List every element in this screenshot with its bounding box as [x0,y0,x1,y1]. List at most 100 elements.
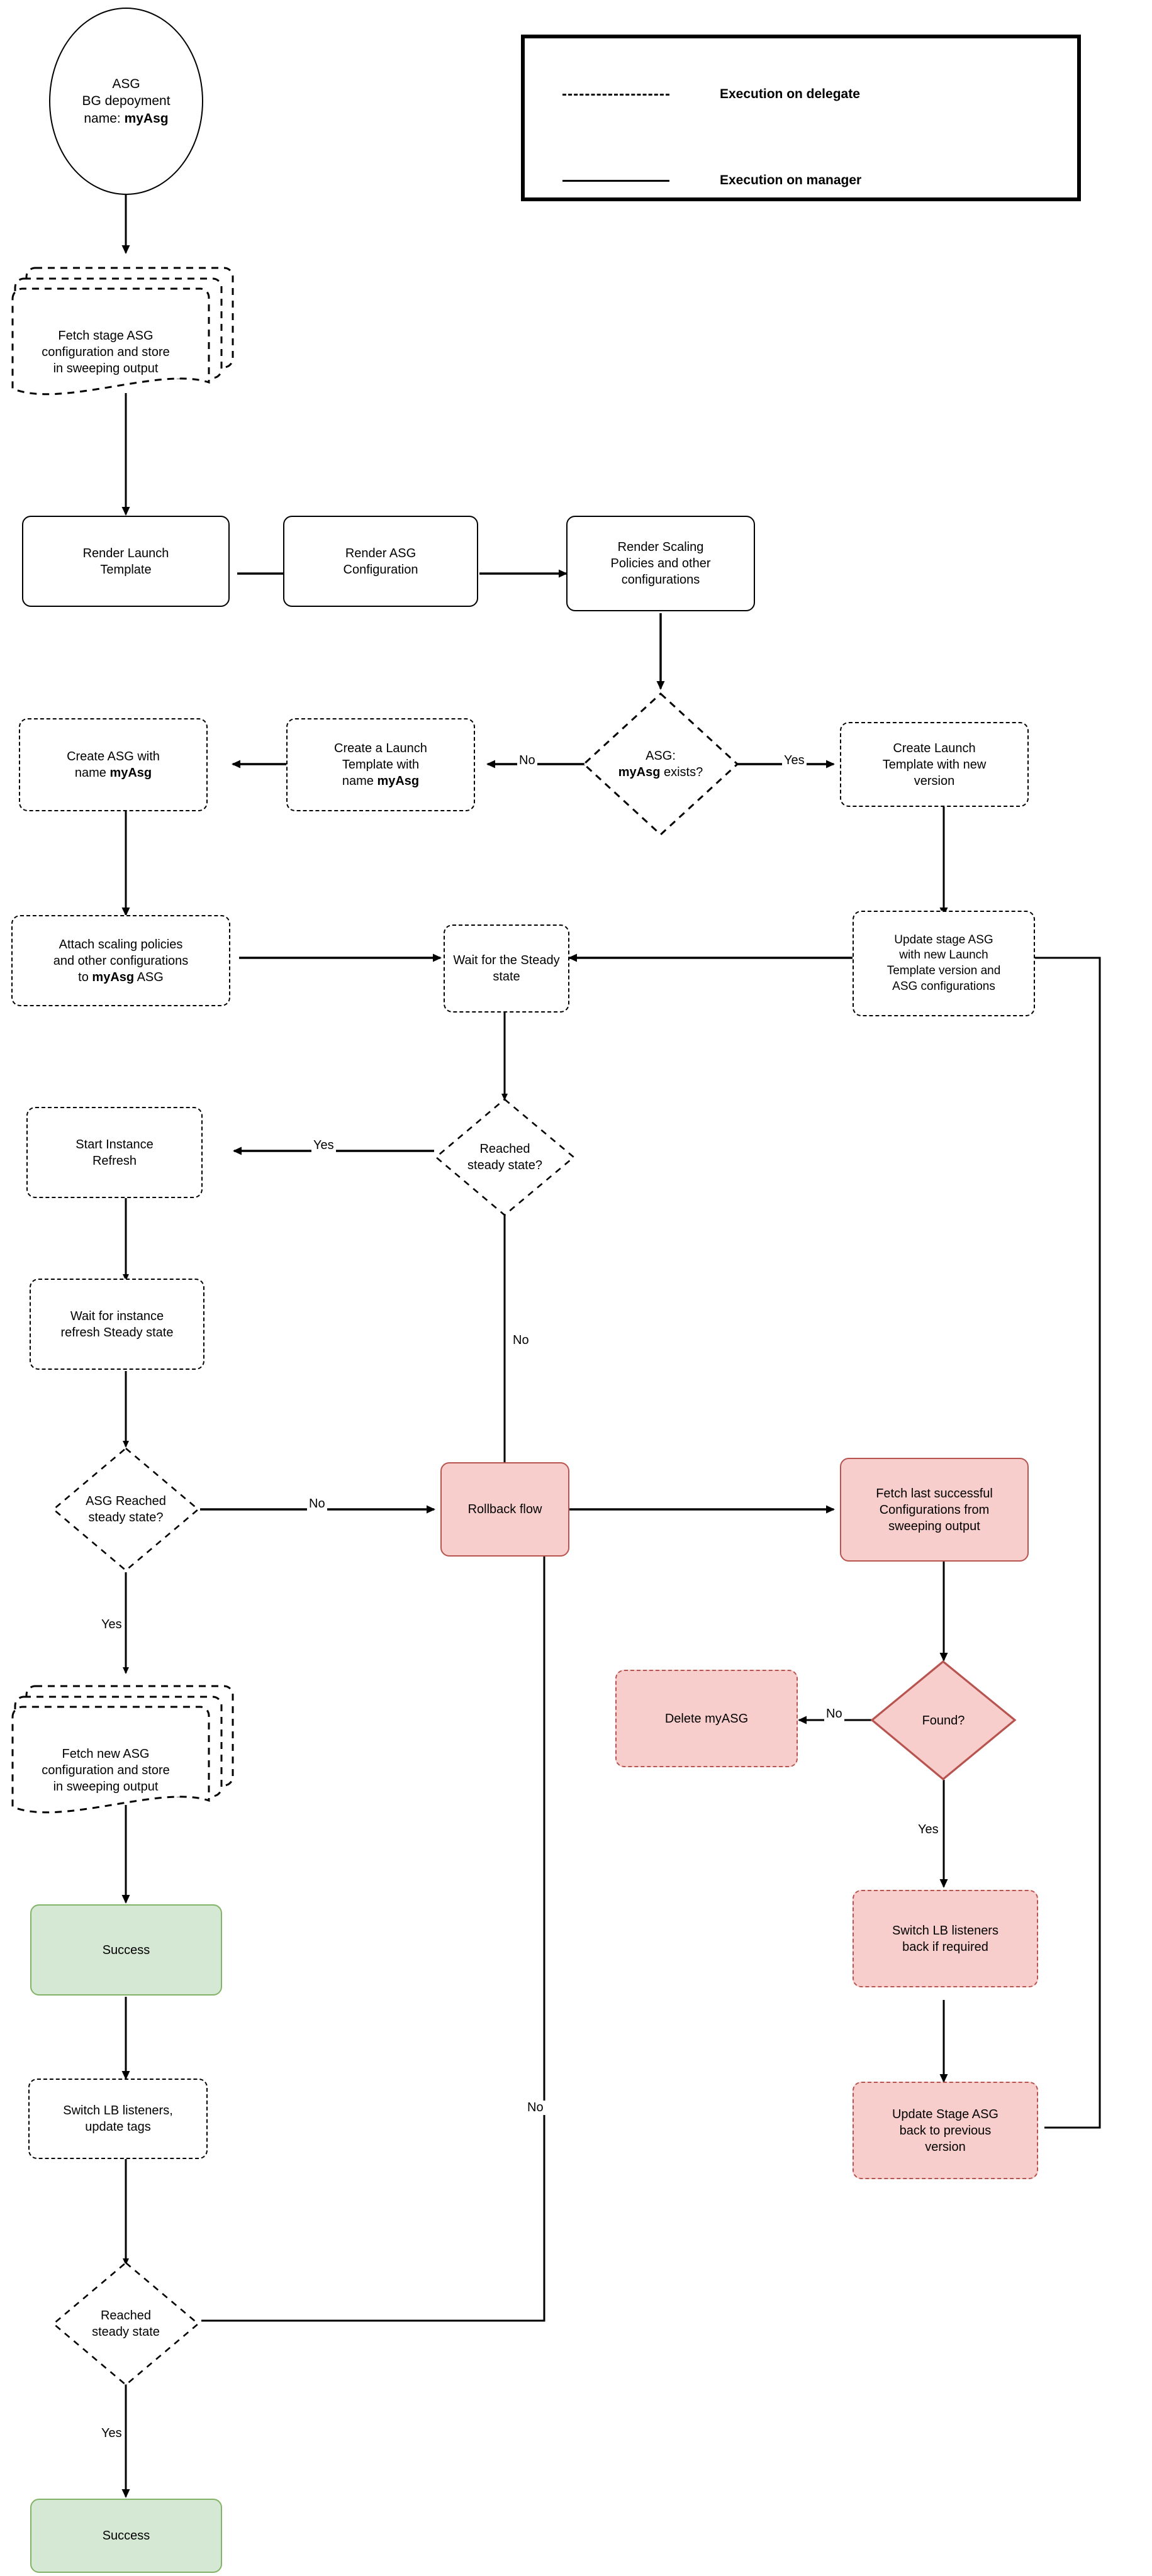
node-create-asg-myasg[interactable]: Create ASG with name myAsg [19,718,208,811]
node-delete-myasg-line1: Delete myASG [664,1711,749,1726]
node-attach-scaling-policies[interactable]: Attach scaling policies and other config… [11,915,230,1006]
node-reached-1-line2: steady state? [467,1158,542,1172]
node-wait-steady-state[interactable]: Wait for the Steady state [444,924,569,1013]
node-start-line1: ASG [112,77,140,92]
node-decision-asg-reached-steady-state[interactable]: ASG Reached steady state? [52,1446,200,1572]
node-decision-asg-exists[interactable]: ASG: myAsg exists? [582,692,739,836]
node-fetch-stage-line1: Fetch stage ASG [58,329,154,343]
node-asg-exists-rest: exists? [660,765,703,779]
node-attach-line3-bold: myAsg [92,970,135,984]
legend-box: Execution on delegate Execution on manag… [521,35,1081,201]
node-wait-instance-refresh-steady[interactable]: Wait for instance refresh Steady state [30,1279,204,1370]
node-asg-exists-line1: ASG: [646,749,676,763]
solid-line-swatch-icon [562,179,669,182]
node-fetch-last-line1: Fetch last successful [876,1486,993,1501]
node-create-launch-template-myasg[interactable]: Create a Launch Template with name myAsg [286,718,475,811]
node-update-stage-line3: Template version and [886,964,1001,977]
node-switch-lb-tags-line2: update tags [85,2120,151,2134]
node-update-stage-line2: with new Launch [899,948,988,962]
node-create-lt-new-line1: Create Launch [893,741,976,755]
node-start-instance-refresh[interactable]: Start Instance Refresh [26,1107,203,1198]
node-start-refresh-line2: Refresh [92,1153,137,1168]
node-update-prev-line1: Update Stage ASG [892,2107,998,2121]
node-decision-found[interactable]: Found? [870,1659,1017,1782]
edge-label-yes-reached-steady-1: Yes [311,1138,336,1153]
node-create-asg-line1: Create ASG with [67,750,160,763]
node-update-prev-line2: back to previous [899,2123,992,2138]
node-create-lt-myasg-line1: Create a Launch [334,741,427,755]
node-start-line3-bold: myAsg [124,111,169,126]
node-update-stage-asg-previous-version[interactable]: Update Stage ASG back to previous versio… [853,2082,1038,2179]
node-decision-reached-steady-state-2[interactable]: Reached steady state [52,2261,200,2387]
legend-label-delegate: Execution on delegate [720,87,860,101]
node-render-scaling-policies[interactable]: Render Scaling Policies and other config… [566,516,755,611]
node-success-2-label: Success [102,2529,150,2543]
node-create-lt-myasg-line3-prefix: name [342,774,377,788]
node-update-stage-asg[interactable]: Update stage ASG with new Launch Templat… [853,911,1035,1016]
node-create-lt-myasg-line3-bold: myAsg [377,774,420,788]
dashed-line-swatch-icon [562,93,669,96]
node-wait-steady-line2: state [493,970,520,984]
node-start-line3-prefix: name: [84,111,125,126]
node-fetch-stage-line3: in sweeping output [53,362,159,375]
node-attach-line3-suffix: ASG [134,970,164,984]
node-start-line2: BG depoyment [82,94,171,109]
node-rollback-flow[interactable]: Rollback flow [440,1462,569,1557]
node-found-line1: Found? [922,1713,965,1728]
node-attach-line1: Attach scaling policies [59,937,183,952]
node-start-asg-bg-deployment[interactable]: ASG BG depoyment name: myAsg [49,8,203,195]
node-fetch-new-asg-config[interactable]: Fetch new ASG configuration and store in… [11,1670,245,1814]
node-fetch-stage-line2: configuration and store [42,345,170,359]
node-update-prev-line3: version [925,2140,966,2154]
node-switch-lb-back-line1: Switch LB listeners [892,1923,998,1938]
node-rollback-line1: Rollback flow [467,1502,542,1516]
node-render-lt-line2: Template [100,562,152,577]
node-wait-steady-line1: Wait for the Steady [453,953,560,967]
node-asg-exists-bold: myAsg [618,765,661,779]
node-update-stage-line4: ASG configurations [892,979,995,993]
legend-label-manager: Execution on manager [720,173,862,187]
edge-label-yes-asg-reached: Yes [99,1618,124,1632]
node-fetch-new-line2: configuration and store [42,1763,170,1777]
edge-label-no-found: No [824,1707,844,1721]
node-decision-reached-steady-state-1[interactable]: Reached steady state? [434,1097,576,1217]
node-switch-lb-back-line2: back if required [902,1940,988,1954]
node-switch-lb-listeners-update-tags[interactable]: Switch LB listeners, update tags [28,2079,208,2159]
node-fetch-last-successful-config[interactable]: Fetch last successful Configurations fro… [840,1458,1029,1562]
node-fetch-new-line1: Fetch new ASG [62,1747,150,1761]
node-delete-myasg[interactable]: Delete myASG [615,1670,798,1767]
node-render-launch-template[interactable]: Render Launch Template [22,516,230,607]
node-create-launch-template-new-version[interactable]: Create Launch Template with new version [840,722,1029,807]
legend-row-delegate: Execution on delegate [562,87,860,102]
node-fetch-stage-asg-config[interactable]: Fetch stage ASG configuration and store … [11,252,245,396]
node-render-asg-configuration[interactable]: Render ASG Configuration [283,516,478,607]
node-fetch-last-line2: Configurations from [879,1502,990,1517]
edge-label-no-reached-steady-2: No [525,2101,545,2115]
node-success-1-label: Success [102,1943,150,1957]
node-attach-line2: and other configurations [53,953,189,968]
edge-label-yes-found: Yes [916,1823,941,1837]
node-switch-lb-listeners-back[interactable]: Switch LB listeners back if required [853,1890,1038,1987]
node-fetch-new-line3: in sweeping output [53,1780,159,1794]
edge-label-yes-asg-exists: Yes [782,753,807,768]
node-render-asg-line1: Render ASG [345,546,417,560]
node-create-lt-new-line2: Template with new [882,757,987,772]
node-attach-line3-prefix: to [78,970,92,984]
node-render-lt-line1: Render Launch [82,546,169,560]
node-wait-refresh-line1: Wait for instance [70,1309,164,1323]
edge-label-no-reached-steady-1: No [511,1333,531,1348]
edge-label-no-asg-exists: No [517,753,537,768]
node-update-stage-line1: Update stage ASG [894,933,993,947]
edge-label-yes-reached-steady-2: Yes [99,2426,124,2441]
node-render-scaling-line1: Render Scaling [617,540,704,554]
node-create-lt-myasg-line2: Template with [342,758,420,772]
edge-label-no-asg-reached: No [307,1497,327,1511]
node-asg-reached-line1: ASG Reached [86,1494,166,1508]
node-success-1[interactable]: Success [30,1904,222,1996]
node-create-asg-line2-bold: myAsg [109,766,152,780]
node-success-2[interactable]: Success [30,2499,222,2573]
node-reached-2-line1: Reached [100,2309,152,2323]
node-reached-1-line1: Reached [479,1142,530,1156]
node-render-scaling-line2: Policies and other [610,557,711,570]
